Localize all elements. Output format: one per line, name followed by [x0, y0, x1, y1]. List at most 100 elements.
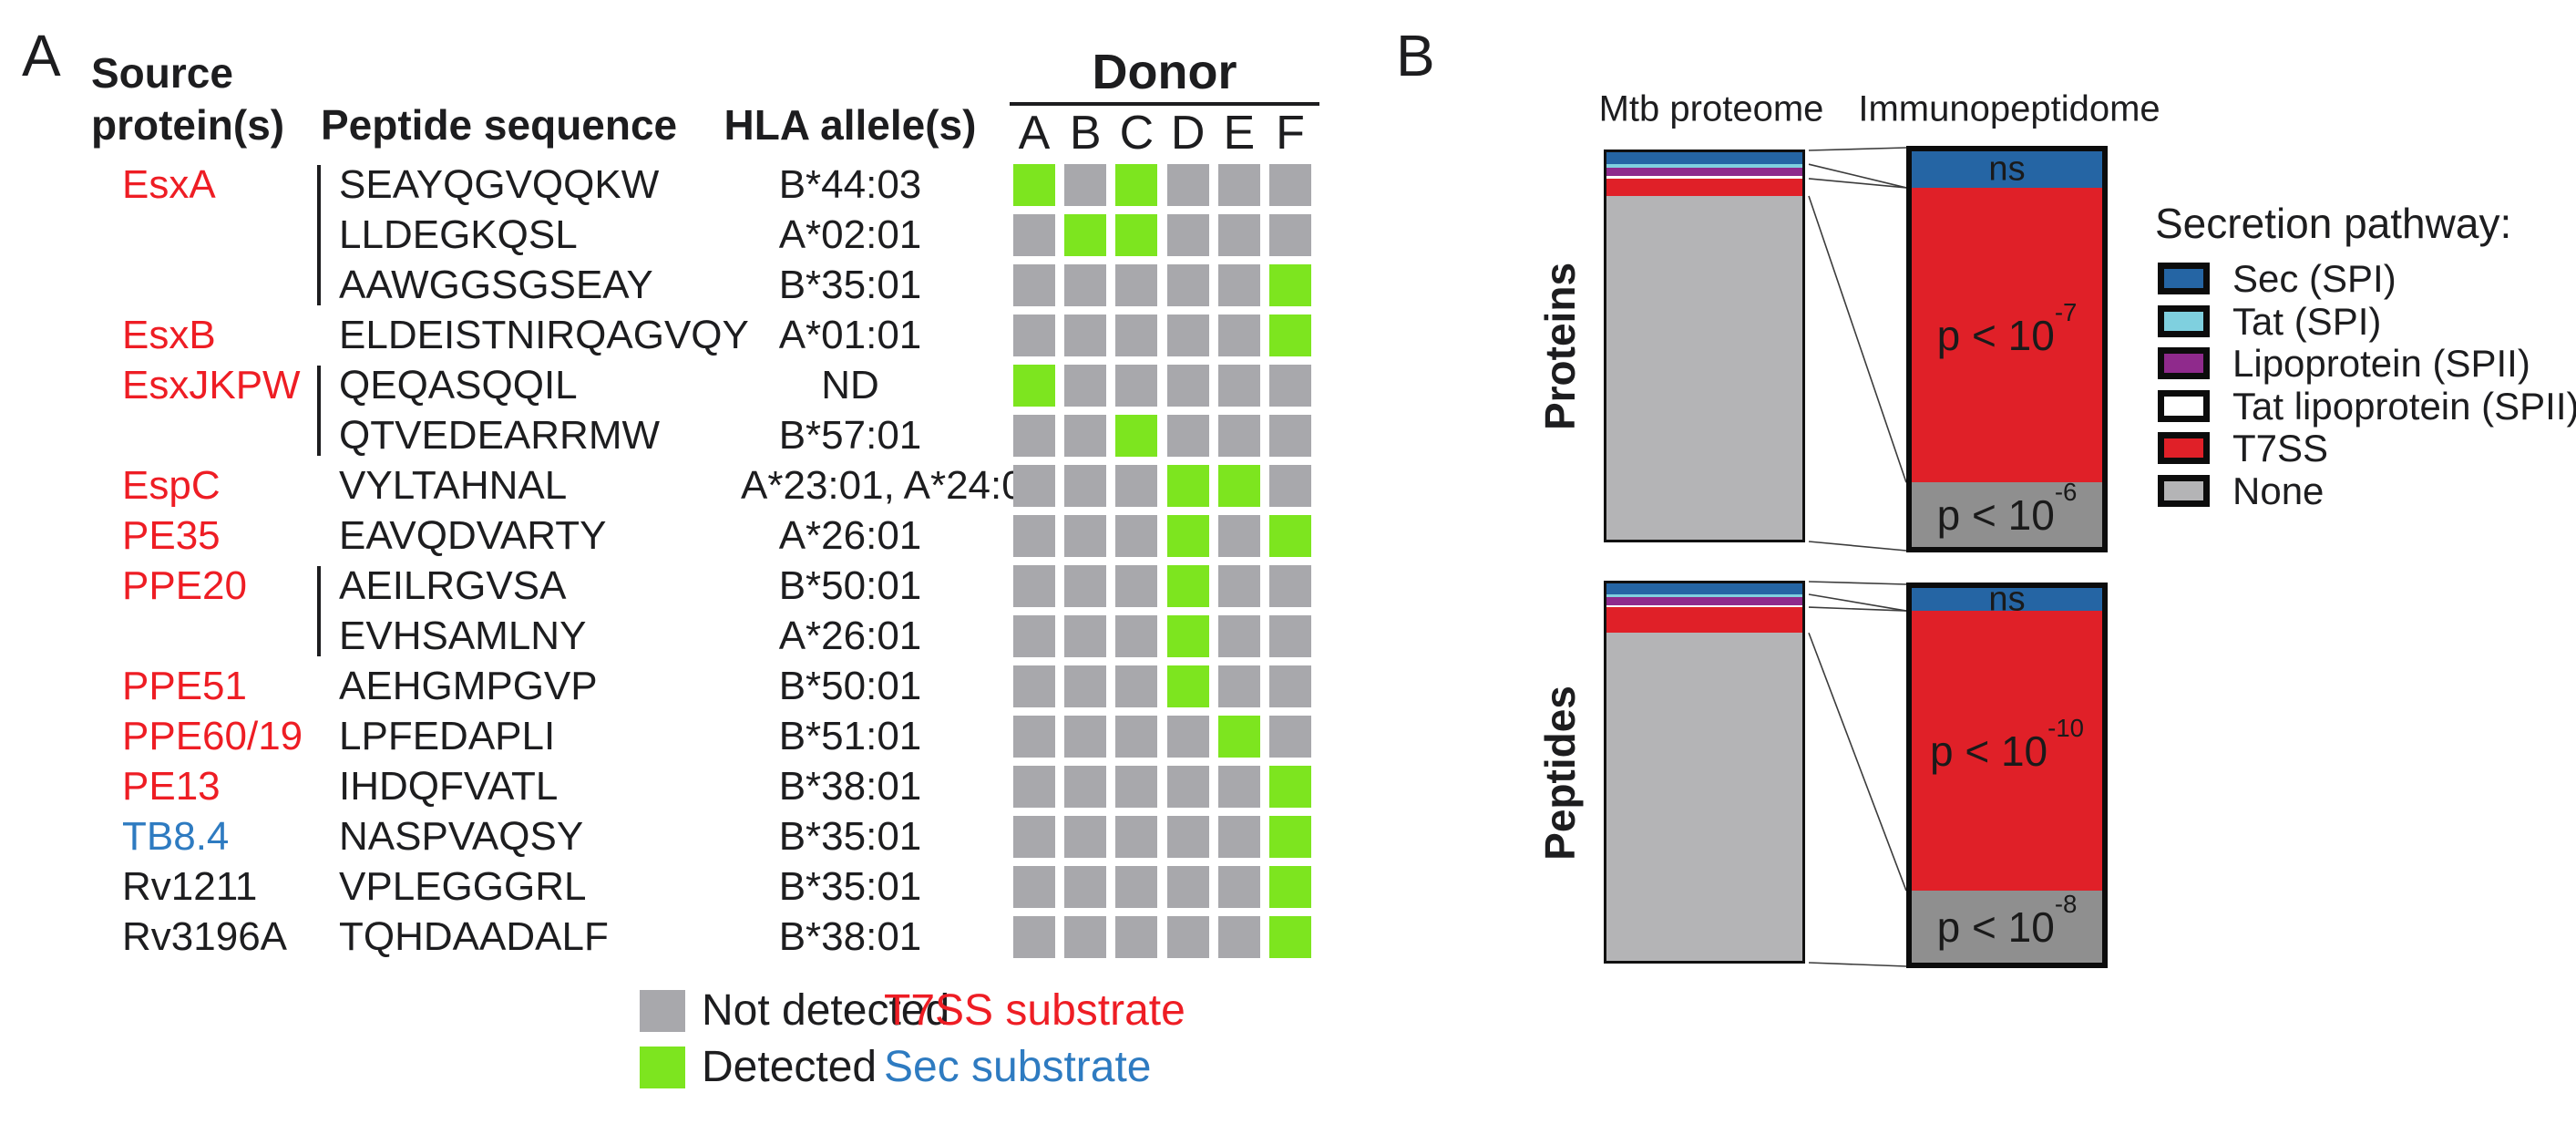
- legend-a-not-detected-label: Not detected: [702, 986, 950, 1035]
- donor-cell-not-detected: [1064, 515, 1107, 557]
- hla-allele: B*50:01: [778, 664, 922, 708]
- row-label-peptides: Peptides: [1536, 686, 1584, 861]
- legend-label-tat_lipoprotein: Tat lipoprotein (SPII): [2232, 384, 2576, 428]
- donor-cell-not-detected: [1115, 866, 1158, 908]
- donor-cell-not-detected: [1166, 716, 1209, 758]
- donor-cell-detected: [1013, 365, 1055, 407]
- peptide-sequence: AAWGGSGSEAY: [339, 263, 653, 307]
- donor-column-label: B: [1069, 107, 1102, 160]
- donor-cell-not-detected: [1013, 866, 1055, 908]
- donor-cell-not-detected: [1115, 465, 1158, 507]
- hla-allele: B*35:01: [778, 864, 922, 909]
- donor-cell-not-detected: [1269, 615, 1311, 657]
- donor-cell-not-detected: [1013, 415, 1055, 457]
- legend-label-t7ss: T7SS: [2232, 427, 2329, 469]
- peptide-sequence: SEAYQGVQQKW: [339, 162, 660, 207]
- p-value-exponent: -7: [2054, 298, 2078, 327]
- source-protein-label: PE13: [122, 764, 221, 809]
- source-protein-label: Rv1211: [122, 864, 258, 909]
- donor-cell-detected: [1064, 214, 1107, 256]
- peptide-sequence: LLDEGKQSL: [339, 212, 578, 257]
- p-value-label-none: p < 10-6: [1936, 478, 2078, 539]
- p-value-label-none: p < 10-8: [1936, 890, 2078, 951]
- donor-cell-not-detected: [1166, 365, 1209, 407]
- hla-allele: B*50:01: [778, 563, 922, 608]
- immuno-segment-t7ss: [1912, 611, 2102, 892]
- hla-allele: B*35:01: [778, 263, 922, 307]
- donor-cell-detected: [1166, 465, 1209, 507]
- donor-cell-not-detected: [1217, 665, 1260, 707]
- proteome-segment-t7ss: [1606, 178, 1802, 196]
- donor-cell-not-detected: [1064, 916, 1107, 958]
- peptide-sequence: QTVEDEARRMW: [339, 413, 660, 458]
- legend-label-none: None: [2232, 469, 2325, 512]
- donor-cell-detected: [1166, 615, 1209, 657]
- donor-cell-not-detected: [1166, 264, 1209, 306]
- donor-cell-detected: [1269, 264, 1311, 306]
- header-source-protein: Source protein(s): [91, 49, 285, 149]
- donor-cell-not-detected: [1166, 866, 1209, 908]
- peptide-sequence: VYLTAHNAL: [339, 463, 568, 508]
- immuno-segment-sec: [1912, 151, 2102, 188]
- donor-cell-not-detected: [1217, 565, 1260, 607]
- donor-cell-not-detected: [1217, 365, 1260, 407]
- donor-cell-detected: [1013, 164, 1055, 206]
- connector-line: [1808, 581, 1907, 585]
- donor-cell-not-detected: [1217, 415, 1260, 457]
- donor-cell-not-detected: [1217, 916, 1260, 958]
- donor-cell-not-detected: [1166, 816, 1209, 858]
- donor-cell-detected: [1166, 665, 1209, 707]
- donor-cell-not-detected: [1013, 916, 1055, 958]
- p-value-label-sec: ns: [1988, 150, 2026, 189]
- peptide-group-bar: [317, 566, 321, 656]
- donor-cell-not-detected: [1013, 315, 1055, 356]
- hla-allele: B*57:01: [778, 413, 922, 458]
- legend-b-title: Secretion pathway:: [2155, 200, 2512, 247]
- donor-cell-not-detected: [1013, 264, 1055, 306]
- connector-line: [1808, 606, 1907, 612]
- peptide-group-bar: [317, 366, 321, 456]
- proteome-segment-lipoprotein: [1606, 167, 1802, 176]
- donor-cell-not-detected: [1115, 716, 1158, 758]
- proteome-segment-tat: [1606, 164, 1802, 168]
- donor-cell-not-detected: [1115, 615, 1158, 657]
- donor-cell-not-detected: [1013, 565, 1055, 607]
- donor-cell-detected: [1269, 515, 1311, 557]
- donor-cell-not-detected: [1064, 415, 1107, 457]
- donor-cell-detected: [1166, 515, 1209, 557]
- hla-allele: A*01:01: [778, 313, 922, 357]
- donor-cell-not-detected: [1013, 766, 1055, 808]
- p-value-exponent: -6: [2054, 478, 2078, 507]
- connector-line: [1808, 147, 1907, 151]
- donor-cell-not-detected: [1166, 164, 1209, 206]
- donor-cell-not-detected: [1064, 716, 1107, 758]
- donor-cell-not-detected: [1013, 665, 1055, 707]
- legend-label-tat: Tat (SPI): [2232, 299, 2382, 343]
- donor-cell-not-detected: [1217, 164, 1260, 206]
- donor-cell-not-detected: [1064, 264, 1107, 306]
- source-protein-label: TB8.4: [122, 814, 230, 859]
- source-protein-label: Rv3196A: [122, 914, 288, 959]
- row-label-proteins: Proteins: [1536, 262, 1584, 431]
- legend-swatch-lipoprotein: [2158, 347, 2210, 379]
- panel-a-label: A: [22, 23, 61, 88]
- donor-cell-not-detected: [1269, 365, 1311, 407]
- col-label-immunopeptidome: Immunopeptidome: [1858, 88, 2160, 129]
- donor-cell-not-detected: [1064, 866, 1107, 908]
- donor-column-label: C: [1119, 107, 1155, 160]
- immunopeptidome-bar: [1906, 146, 2108, 552]
- peptide-sequence: QEQASQQIL: [339, 363, 578, 407]
- donor-cell-not-detected: [1166, 916, 1209, 958]
- source-protein-label: PE35: [122, 513, 221, 558]
- donor-cell-not-detected: [1269, 465, 1311, 507]
- donor-cell-not-detected: [1269, 716, 1311, 758]
- connector-line: [1808, 962, 1907, 967]
- donor-cell-detected: [1269, 315, 1311, 356]
- donor-underline: [1010, 102, 1319, 106]
- donor-cell-not-detected: [1269, 565, 1311, 607]
- donor-cell-not-detected: [1217, 615, 1260, 657]
- immuno-segment-none: [1912, 891, 2102, 963]
- immuno-segment-none: [1912, 482, 2102, 547]
- hla-allele: B*35:01: [778, 814, 922, 859]
